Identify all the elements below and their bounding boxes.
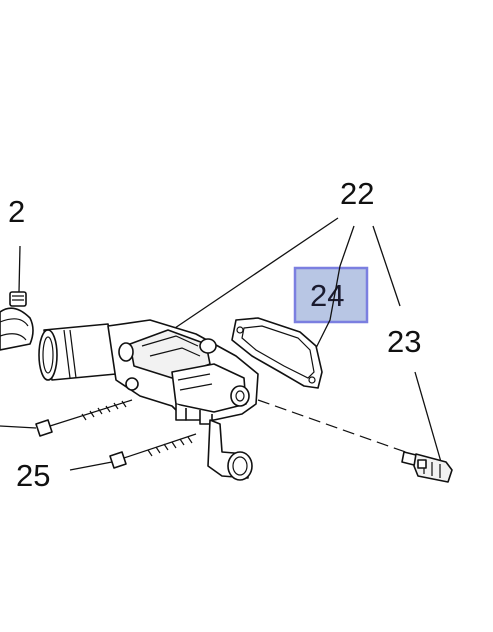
leader-23-sensor (414, 371, 442, 463)
pipe-outlet (38, 323, 117, 381)
gasket-outer (231, 317, 323, 389)
bolt-upper (35, 399, 133, 437)
lower-pipe-opening (227, 451, 253, 481)
leader-22-23 (372, 225, 401, 307)
callout-2: 2 (8, 194, 25, 229)
callout-24: 24 (310, 278, 344, 313)
thermostat-housing (107, 319, 259, 425)
assembly-axis-dashed (257, 399, 415, 456)
outlet-pipe-opening (38, 329, 58, 381)
leader-lines (0, 217, 442, 471)
leader-2 (18, 245, 21, 293)
callout-22: 22 (340, 176, 374, 211)
leader-22-housing (171, 217, 339, 331)
mount-boss-top (199, 338, 217, 354)
sensor-hex (417, 459, 427, 469)
leader-upper-bolt (0, 425, 37, 429)
clamp-screw (9, 291, 27, 307)
bolt-25-head (109, 451, 127, 469)
hose-end (0, 307, 34, 351)
bolt-upper-head (35, 419, 53, 437)
temperature-sensor-part (401, 451, 453, 483)
callout-25: 25 (16, 458, 50, 493)
callout-23: 23 (387, 324, 421, 359)
sensor-port (230, 385, 250, 407)
leader-22-gasket (314, 225, 355, 351)
leader-25 (69, 461, 113, 471)
mount-boss-lower (125, 377, 139, 391)
mount-boss-left (118, 342, 134, 362)
lower-hose-fitting (207, 419, 253, 481)
gasket-part (231, 317, 323, 389)
bolt-25 (109, 433, 197, 469)
hose-clamp-part (0, 291, 34, 351)
